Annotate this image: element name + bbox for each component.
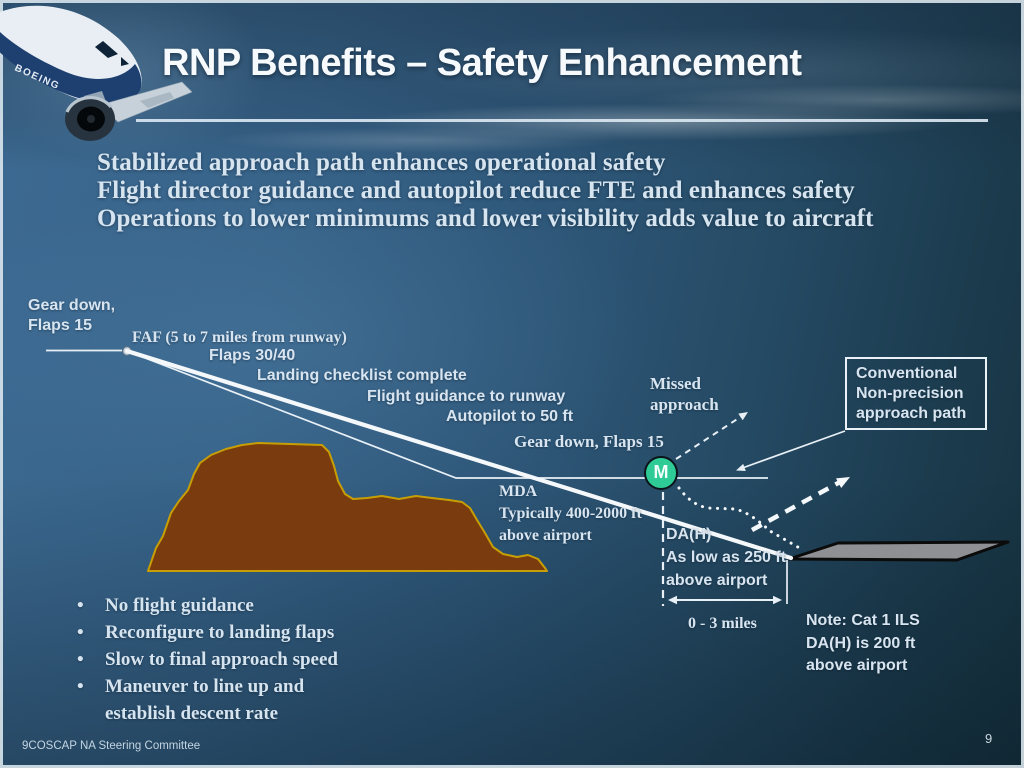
label-missed-approach: Missed approach bbox=[650, 374, 719, 414]
engine-spinner bbox=[87, 115, 95, 123]
page-number: 9 bbox=[985, 731, 993, 746]
bullet-icon: • bbox=[77, 595, 84, 616]
cockpit-window bbox=[95, 41, 118, 58]
cockpit-window-2 bbox=[121, 57, 129, 66]
list-item: •No flight guidance bbox=[77, 592, 338, 619]
bullet-icon: • bbox=[77, 649, 84, 670]
intro-line-2: Flight director guidance and autopilot r… bbox=[97, 177, 855, 204]
page-title: RNP Benefits – Safety Enhancement bbox=[162, 42, 802, 84]
rnp-missed-approach-dashed-line bbox=[750, 480, 842, 532]
list-item: •Reconfigure to landing flaps bbox=[77, 619, 338, 646]
label-mda: MDA Typically 400-2000 ft above airport bbox=[499, 483, 642, 544]
distance-arrow-right bbox=[773, 595, 782, 605]
list-item-continuation: •establish descent rate bbox=[105, 703, 279, 724]
label-autopilot-50ft: Autopilot to 50 ft bbox=[446, 408, 574, 425]
label-flaps-30-40: Flaps 30/40 bbox=[209, 347, 296, 364]
label-landing-checklist: Landing checklist complete bbox=[257, 367, 467, 384]
label-flight-guidance: Flight guidance to runway bbox=[367, 388, 566, 405]
aircraft-art: BOEING bbox=[0, 5, 192, 141]
footer-committee: 9COSCAP NA Steering Committee bbox=[22, 740, 201, 752]
bullet-icon: • bbox=[77, 622, 84, 643]
label-gear-down-flaps15-left: Gear down, Flaps 15 bbox=[28, 297, 116, 334]
intro-line-1: Stabilized approach path enhances operat… bbox=[97, 149, 666, 176]
boeing-aircraft-image: BOEING bbox=[0, 5, 192, 141]
label-gear-down-flaps15-mid: Gear down, Flaps 15 bbox=[514, 432, 664, 451]
conventional-box-pointer-line bbox=[740, 430, 846, 470]
bullet-icon: • bbox=[77, 676, 84, 697]
label-faf: FAF (5 to 7 miles from runway) bbox=[132, 329, 347, 346]
label-0-3-miles: 0 - 3 miles bbox=[688, 615, 757, 632]
list-item: •Maneuver to line up and bbox=[77, 673, 338, 700]
engine-inlet-rim bbox=[65, 95, 113, 113]
rnp-missed-approach-arrowhead bbox=[836, 477, 850, 488]
intro-text: Stabilized approach path enhances operat… bbox=[97, 149, 1017, 233]
distance-arrow-left bbox=[668, 595, 677, 605]
label-cat1-ils-note: Note: Cat 1 ILS DA(H) is 200 ft above ai… bbox=[806, 612, 920, 674]
missed-approach-marker: M bbox=[644, 456, 678, 490]
flap-track bbox=[140, 92, 174, 108]
missed-approach-arrowhead bbox=[738, 412, 748, 421]
terrain-silhouette bbox=[147, 442, 548, 572]
intro-line-3: Operations to lower minimums and lower v… bbox=[97, 205, 874, 232]
bullet-list: •No flight guidance •Reconfigure to land… bbox=[77, 592, 338, 727]
fuselage-belly bbox=[0, 31, 142, 103]
conventional-box-arrowhead bbox=[736, 463, 746, 471]
conventional-approach-callout-box: Conventional Non-precision approach path bbox=[845, 357, 987, 430]
rnp-approach-path-line bbox=[124, 348, 794, 561]
missed-approach-dashed-line bbox=[675, 415, 743, 460]
list-item: •Slow to final approach speed bbox=[77, 646, 338, 673]
runway-shape bbox=[787, 540, 1010, 562]
label-dah: DA(H) As low as 250 ft above airport bbox=[666, 526, 787, 589]
